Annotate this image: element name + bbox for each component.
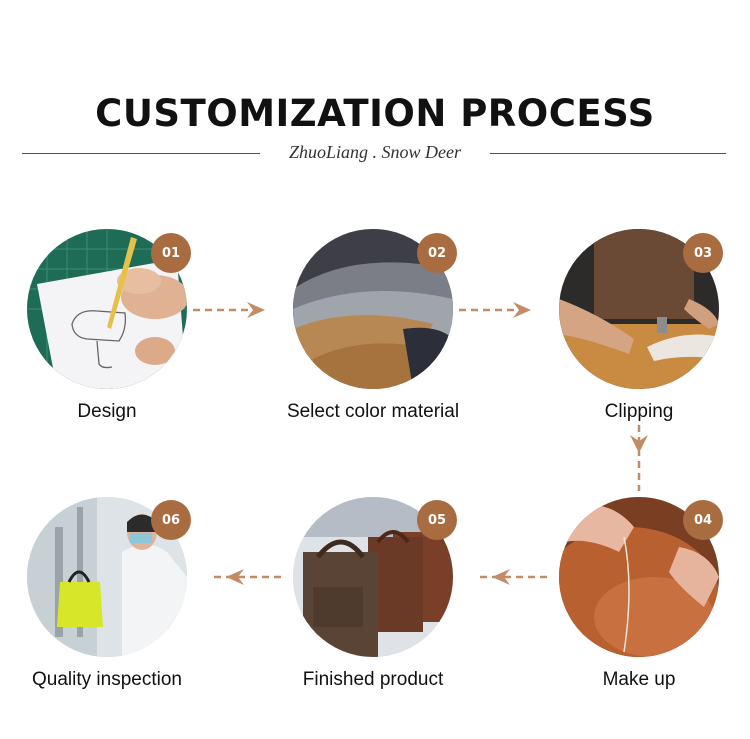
step-02-label: Select color material [286,401,460,422]
step-01-badge: 01 [151,233,191,273]
divider-left [22,153,260,154]
arrow-right-icon [459,302,531,318]
step-04-label: Make up [602,669,676,690]
step-01-image [27,229,187,389]
step-02-badge: 02 [417,233,457,273]
divider-right [490,153,726,154]
arrow-left-icon [480,569,552,585]
page-title: CUSTOMIZATION PROCESS [95,92,655,135]
step-05-badge: 05 [417,500,457,540]
arrow-left-icon [214,569,286,585]
step-04-image [559,497,719,657]
step-06-label: Quality inspection [32,669,182,690]
step-03-label: Clipping [604,401,674,422]
brand-subtitle: ZhuoLiang . Snow Deer [288,142,461,162]
arrow-down-icon [630,425,648,491]
arrow-right-icon [193,302,265,318]
step-06-badge: 06 [151,500,191,540]
step-04-badge: 04 [683,500,723,540]
step-05-label: Finished product [302,669,444,690]
step-01-label: Design [77,401,137,422]
step-03-badge: 03 [683,233,723,273]
